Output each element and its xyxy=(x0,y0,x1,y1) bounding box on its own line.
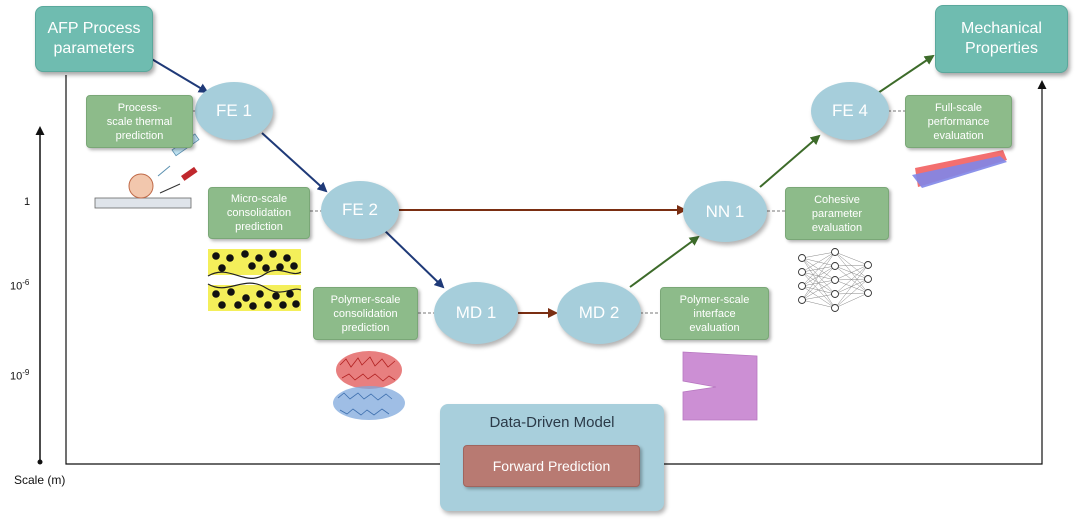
nn-edge xyxy=(801,251,836,273)
arrow-afp-to-fe1 xyxy=(149,57,209,94)
forward-path-right xyxy=(640,80,1047,465)
arrow-nn1-to-fe4 xyxy=(759,134,821,188)
nn-edge xyxy=(834,264,869,267)
node-md1: MD 1 xyxy=(434,282,518,344)
nn-edge xyxy=(801,251,836,287)
data-driven-model-title: Data-Driven Model xyxy=(489,414,615,431)
nn-edge xyxy=(834,264,869,281)
nn-edge xyxy=(801,251,836,301)
interface-crack-illustration xyxy=(682,351,758,421)
fiber-microstructure-illustration xyxy=(207,249,302,311)
label-polymer-scale-interface: Polymer-scale interface evaluation xyxy=(660,287,769,340)
nn-node xyxy=(864,261,872,269)
nn-node xyxy=(798,254,806,262)
nn-edge xyxy=(834,292,869,309)
mechanical-properties-box: Mechanical Properties xyxy=(935,5,1068,73)
forward-prediction-box: Forward Prediction xyxy=(463,445,640,487)
nn-node xyxy=(831,304,839,312)
nn-node xyxy=(831,248,839,256)
afp-process-parameters-box: AFP Process parameters xyxy=(35,6,153,72)
label-micro-scale-consolidation: Micro-scale consolidation prediction xyxy=(208,187,310,239)
arrow-md2-to-nn1 xyxy=(629,235,700,288)
arrow-fe1-to-fe2 xyxy=(261,132,328,193)
nn-edge xyxy=(801,293,836,301)
node-nn1: NN 1 xyxy=(683,181,767,242)
nn-edge xyxy=(834,264,869,309)
label-polymer-scale-consolidation: Polymer-scale consolidation prediction xyxy=(313,287,418,340)
nn-node xyxy=(798,282,806,290)
scale-tick-1e-6: 10-6 xyxy=(10,278,30,293)
node-fe4: FE 4 xyxy=(811,82,889,140)
label-full-scale-performance: Full-scale performance evaluation xyxy=(905,95,1012,148)
nn-node xyxy=(831,262,839,270)
scale-axis-label: Scale (m) xyxy=(14,473,66,487)
label-process-scale-thermal: Process- scale thermal prediction xyxy=(86,95,193,148)
nn-node xyxy=(864,289,872,297)
nn-node xyxy=(798,296,806,304)
nn-edge xyxy=(834,278,869,309)
node-fe1: FE 1 xyxy=(195,82,273,140)
arrow-fe2-to-md1 xyxy=(381,227,445,289)
full-scale-plate-illustration xyxy=(912,150,1007,188)
nn-edge xyxy=(801,279,836,301)
polymer-molecule-illustration xyxy=(333,351,405,420)
nn-edge xyxy=(834,251,869,266)
nn-edge xyxy=(801,265,836,301)
node-fe2: FE 2 xyxy=(321,181,399,239)
nn-edge xyxy=(801,251,836,259)
scale-tick-1: 1 xyxy=(24,196,31,208)
label-cohesive-parameter: Cohesive parameter evaluation xyxy=(785,187,889,240)
nn-node xyxy=(798,268,806,276)
neural-network-illustration xyxy=(798,248,872,312)
scale-tick-1e-9: 10-9 xyxy=(10,368,30,383)
arrow-fe4-to-properties xyxy=(877,54,935,94)
nn-node xyxy=(831,276,839,284)
nn-node xyxy=(864,275,872,283)
nn-edge xyxy=(834,264,869,295)
node-md2: MD 2 xyxy=(557,282,641,344)
nn-node xyxy=(831,290,839,298)
forward-path-left xyxy=(65,75,457,469)
nn-edge xyxy=(801,299,836,309)
scale-axis-origin xyxy=(37,459,43,465)
